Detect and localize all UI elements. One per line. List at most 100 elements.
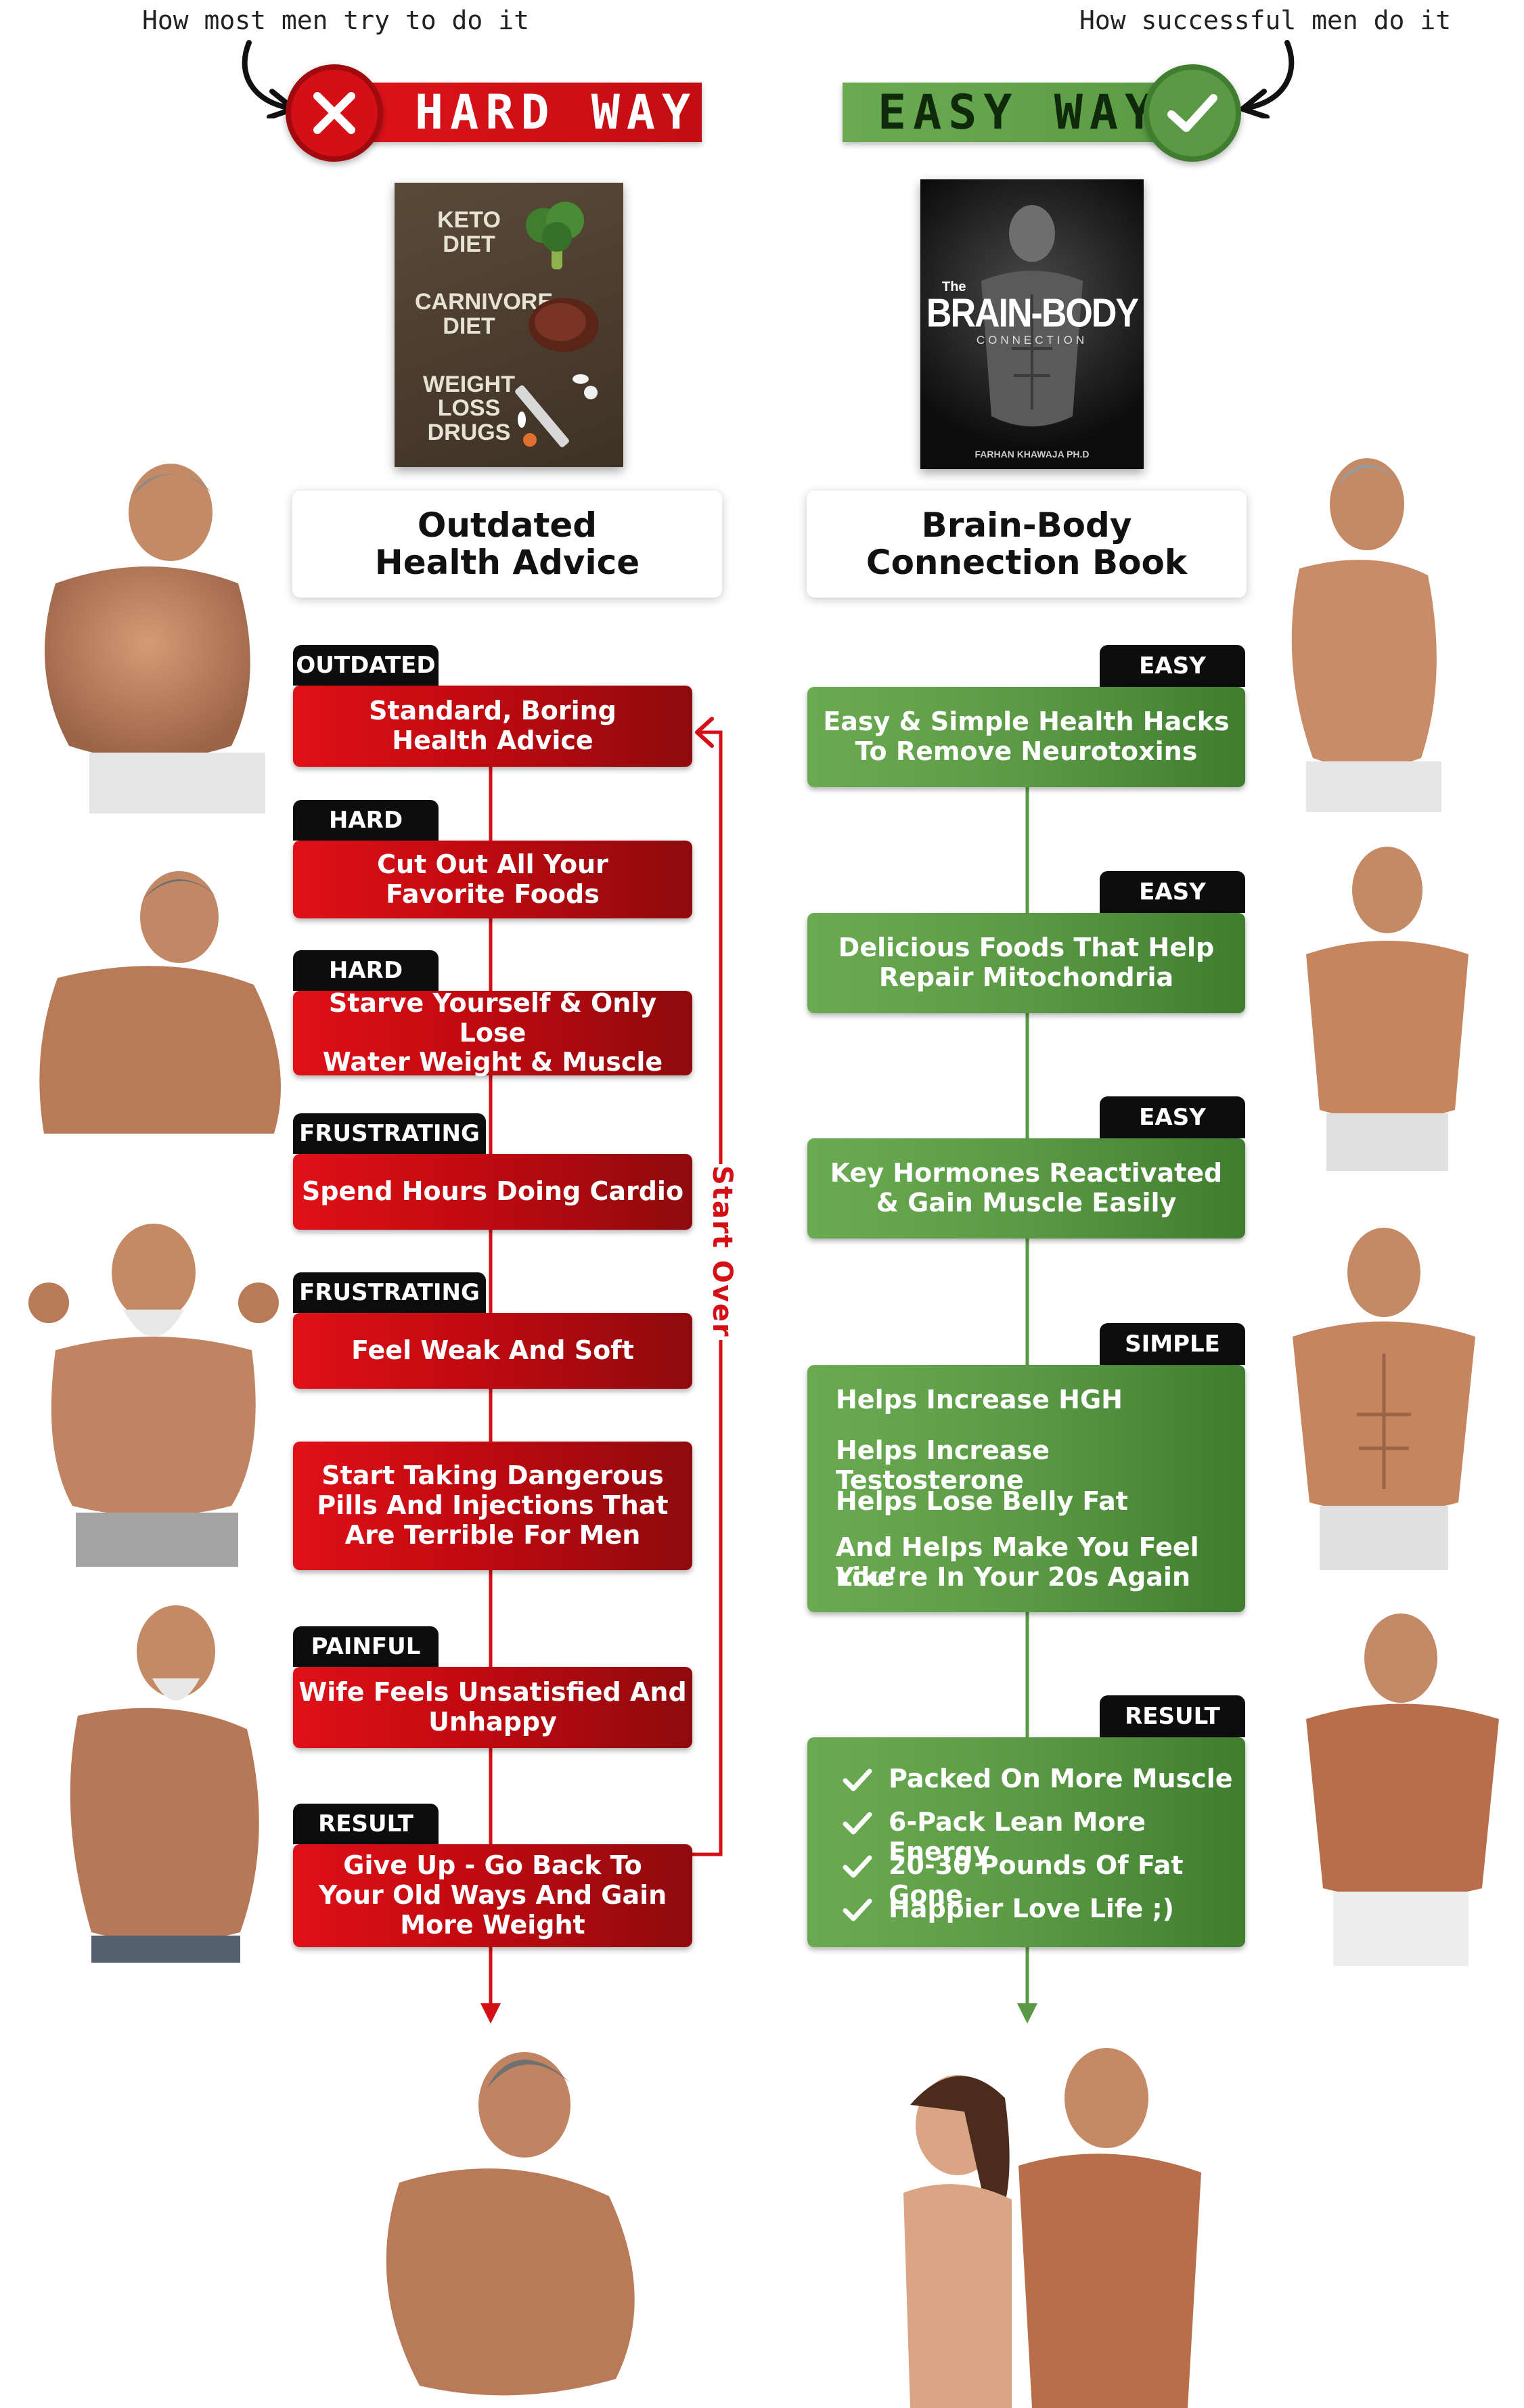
easy-step-3: Key Hormones Reactivated & Gain Muscle E… <box>807 1138 1245 1239</box>
fit-man-figure-1 <box>1291 458 1441 812</box>
overweight-man-figure <box>45 464 265 813</box>
check-icon <box>1167 94 1217 132</box>
hard-step-7-tag: PAINFUL <box>293 1626 439 1667</box>
hard-way-label: HARD WAY <box>415 85 698 140</box>
hard-step-7: Wife Feels Unsatisfied And Unhappy <box>293 1667 692 1748</box>
dejected-man-figure <box>386 2052 635 2396</box>
hard-step-3-line1: Starve Yourself & Only Lose <box>328 987 657 1048</box>
hard-step-8: Give Up - Go Back To Your Old Ways And G… <box>293 1844 692 1947</box>
hard-step-6: Start Taking Dangerous Pills And Injecti… <box>293 1442 692 1570</box>
easy-step-2-tag: EASY <box>1100 871 1245 913</box>
hard-step-3-tag: HARD <box>293 950 439 991</box>
hard-way-banner: HARD WAY <box>315 83 702 142</box>
easy-step-2-line2: Repair Mitochondria <box>878 962 1174 992</box>
cover-the: The <box>942 280 966 294</box>
result-item-1: Packed On More Muscle <box>889 1764 1233 1793</box>
easy-step-2: Delicious Foods That Help Repair Mitocho… <box>807 913 1245 1013</box>
cover-subtitle: CONNECTION <box>976 334 1088 347</box>
hard-step-6-line2: Pills And Injections That <box>317 1490 669 1521</box>
fit-man-figure-2 <box>1306 847 1469 1171</box>
cover-line-loss: LOSS <box>437 395 501 422</box>
hard-step-7-line1: Wife Feels Unsatisfied And <box>298 1677 687 1708</box>
simple-item-1: Helps Increase HGH <box>836 1385 1123 1414</box>
start-over-label: Start Over <box>707 1165 738 1338</box>
steak-icon <box>529 298 599 352</box>
muscular-man-figure <box>1306 1613 1499 1966</box>
result-item-2: 6-Pack Lean More Energy <box>889 1807 1146 1867</box>
right-note: How successful men do it <box>1079 5 1452 35</box>
x-icon <box>313 92 355 134</box>
easy-flow-arrow-icon <box>1017 2003 1037 2024</box>
hard-step-4: Spend Hours Doing Cardio <box>293 1154 692 1230</box>
hard-step-1-tag: OUTDATED <box>293 645 439 686</box>
hard-step-3-line2: Water Weight & Muscle <box>322 1047 663 1077</box>
fit-man-figure-3 <box>1293 1228 1475 1570</box>
easy-way-banner: EASY WAY <box>843 83 1194 142</box>
hard-step-2-tag: HARD <box>293 800 439 841</box>
cover-line-weight: WEIGHT <box>423 371 515 397</box>
outdated-advice-caption: Outdated Health Advice <box>292 491 722 598</box>
hard-step-8-tag: RESULT <box>293 1804 439 1844</box>
outdated-advice-cover: KETO DIET CARNIVORE DIET WEIGHT LOSS DRU… <box>395 183 623 467</box>
hard-step-3: Starve Yourself & Only Lose Water Weight… <box>293 987 692 1077</box>
simple-step-tag: SIMPLE <box>1100 1323 1245 1365</box>
hard-step-6-line3: Are Terrible For Men <box>344 1519 641 1550</box>
easy-step-1-tag: EASY <box>1100 645 1245 687</box>
hard-step-5-tag: FRUSTRATING <box>293 1272 486 1313</box>
hard-step-4-tag: FRUSTRATING <box>293 1113 486 1154</box>
brain-body-book-cover: The BRAIN-BODY CONNECTION FARHAN KHAWAJA… <box>920 179 1144 469</box>
simple-item-5: You’re In Your 20s Again <box>836 1562 1191 1592</box>
easy-step-3-tag: EASY <box>1100 1096 1245 1138</box>
right-curved-arrow-icon <box>1240 40 1295 118</box>
hard-flow-arrow-icon <box>480 2003 501 2024</box>
hard-step-7-line2: Unhappy <box>428 1707 557 1737</box>
result-item-3: 20-30 Pounds Of Fat Gone <box>889 1850 1184 1910</box>
hard-step-1-line1: Standard, Boring <box>369 696 617 726</box>
easy-step-3-line2: & Gain Muscle Easily <box>876 1188 1177 1218</box>
x-badge <box>286 64 383 162</box>
result-step-tag: RESULT <box>1100 1695 1245 1737</box>
check-mark-icon <box>843 1812 872 1835</box>
start-over-arrow-icon <box>695 717 714 748</box>
hard-step-2-line2: Favorite Foods <box>386 878 600 909</box>
hard-step-6-line1: Start Taking Dangerous <box>321 1461 664 1491</box>
hard-step-2-line1: Cut Out All Your <box>377 849 608 879</box>
result-step: Packed On More Muscle 6-Pack Lean More E… <box>807 1737 1245 1947</box>
tired-man-figure <box>39 871 281 1134</box>
hard-step-8-line2: Your Old Ways And Gain <box>318 1880 667 1911</box>
hard-step-8-line3: More Weight <box>400 1909 585 1940</box>
brain-body-caption-line1: Brain-Body <box>921 506 1132 545</box>
left-note: How most men try to do it <box>142 5 529 35</box>
cover-line-drugs: DRUGS <box>427 420 511 446</box>
check-mark-icon <box>843 1898 872 1921</box>
hard-step-2: Cut Out All Your Favorite Foods <box>293 841 692 918</box>
outdated-caption-line2: Health Advice <box>374 543 640 582</box>
belly-man-figure <box>70 1605 259 1963</box>
simple-step: Helps Increase HGH Helps Increase Testos… <box>807 1365 1245 1612</box>
hard-step-8-line1: Give Up - Go Back To <box>343 1850 642 1881</box>
easy-way-label: EASY WAY <box>878 85 1161 140</box>
easy-step-3-line1: Key Hormones Reactivated <box>830 1158 1223 1188</box>
cover-line-diet-1: DIET <box>443 231 495 257</box>
easy-step-1-line2: To Remove Neurotoxins <box>855 736 1198 766</box>
happy-couple-figure <box>903 2048 1201 2408</box>
syringe-pills-icon <box>515 374 598 447</box>
outdated-caption-line1: Outdated <box>417 506 598 545</box>
simple-item-2: Helps Increase Testosterone <box>836 1435 1050 1495</box>
hard-step-1: Standard, Boring Health Advice <box>293 686 692 767</box>
cover-figure-icon <box>981 205 1083 426</box>
simple-item-4: And Helps Make You Feel Like <box>836 1532 1199 1592</box>
check-mark-icon <box>843 1768 872 1791</box>
cover-author: FARHAN KHAWAJA PH.D <box>974 449 1090 460</box>
broccoli-icon <box>526 202 584 269</box>
simple-item-3: Helps Lose Belly Fat <box>836 1486 1128 1516</box>
result-item-4: Happier Love Life ;) <box>889 1894 1175 1923</box>
cover-line-diet-2: DIET <box>443 313 495 340</box>
cover-title: BRAIN-BODY <box>926 290 1139 336</box>
easy-step-2-line1: Delicious Foods That Help <box>838 933 1215 963</box>
hard-step-1-line2: Health Advice <box>392 726 593 755</box>
cover-line-keto: KETO <box>437 207 501 233</box>
check-badge <box>1144 64 1241 162</box>
hard-step-4-line1: Spend Hours Doing Cardio <box>301 1176 684 1207</box>
brain-body-caption-line2: Connection Book <box>866 543 1188 582</box>
